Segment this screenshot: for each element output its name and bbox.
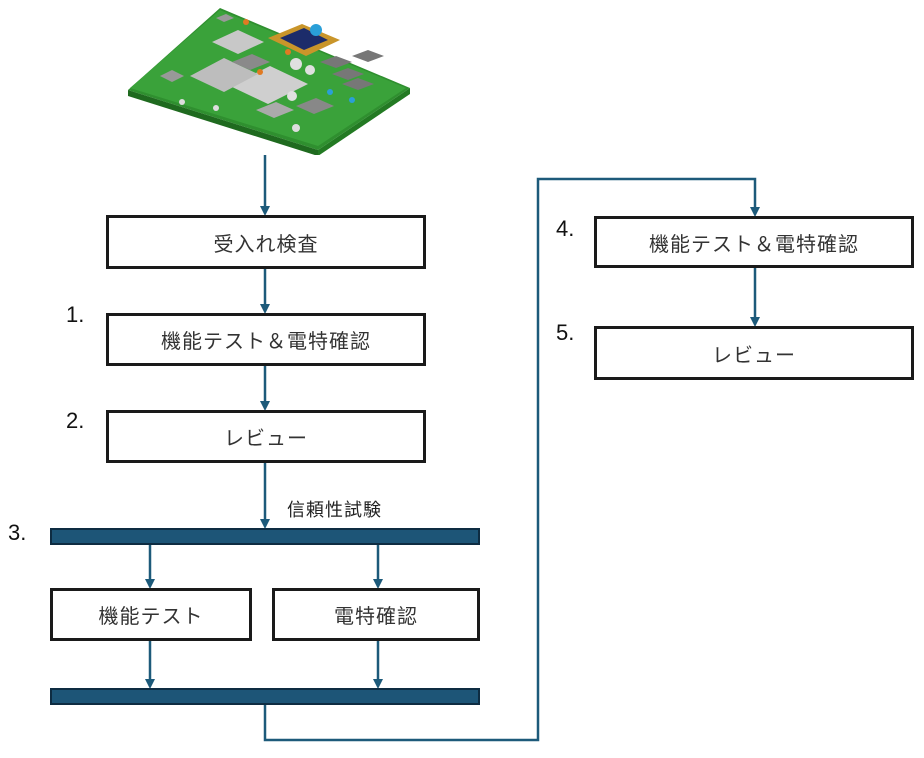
receiving-inspection-box: 受入れ検査 (106, 215, 426, 269)
step-3-title: 信頼性試験 (287, 500, 382, 521)
step-5-box: レビュー (594, 326, 914, 380)
step-4-label: 機能テスト＆電特確認 (649, 231, 859, 256)
step-4-box: 機能テスト＆電特確認 (594, 216, 914, 268)
step-5-number: 5. (556, 320, 575, 345)
step-2-number: 2. (66, 408, 85, 433)
step-1-box: 機能テスト＆電特確認 (106, 313, 426, 366)
fork-bar (50, 528, 480, 545)
step-2-label: レビュー (224, 426, 308, 450)
step-3-branch-left-label: 機能テスト (98, 604, 204, 628)
step-3-branch-right-box: 電特確認 (272, 588, 480, 641)
step-3-branch-left-box: 機能テスト (50, 588, 252, 641)
circuit-board-icon (128, 8, 410, 155)
step-1-number: 1. (66, 302, 85, 327)
step-5-label: レビュー (712, 342, 796, 367)
step-3-branch-right-label: 電特確認 (334, 604, 418, 628)
join-bar (50, 688, 480, 705)
step-4-number: 4. (556, 216, 575, 241)
step-3-number: 3. (8, 520, 27, 545)
step-1-label: 機能テスト＆電特確認 (161, 329, 371, 353)
receiving-inspection-label: 受入れ検査 (213, 231, 319, 256)
step-2-box: レビュー (106, 410, 426, 463)
